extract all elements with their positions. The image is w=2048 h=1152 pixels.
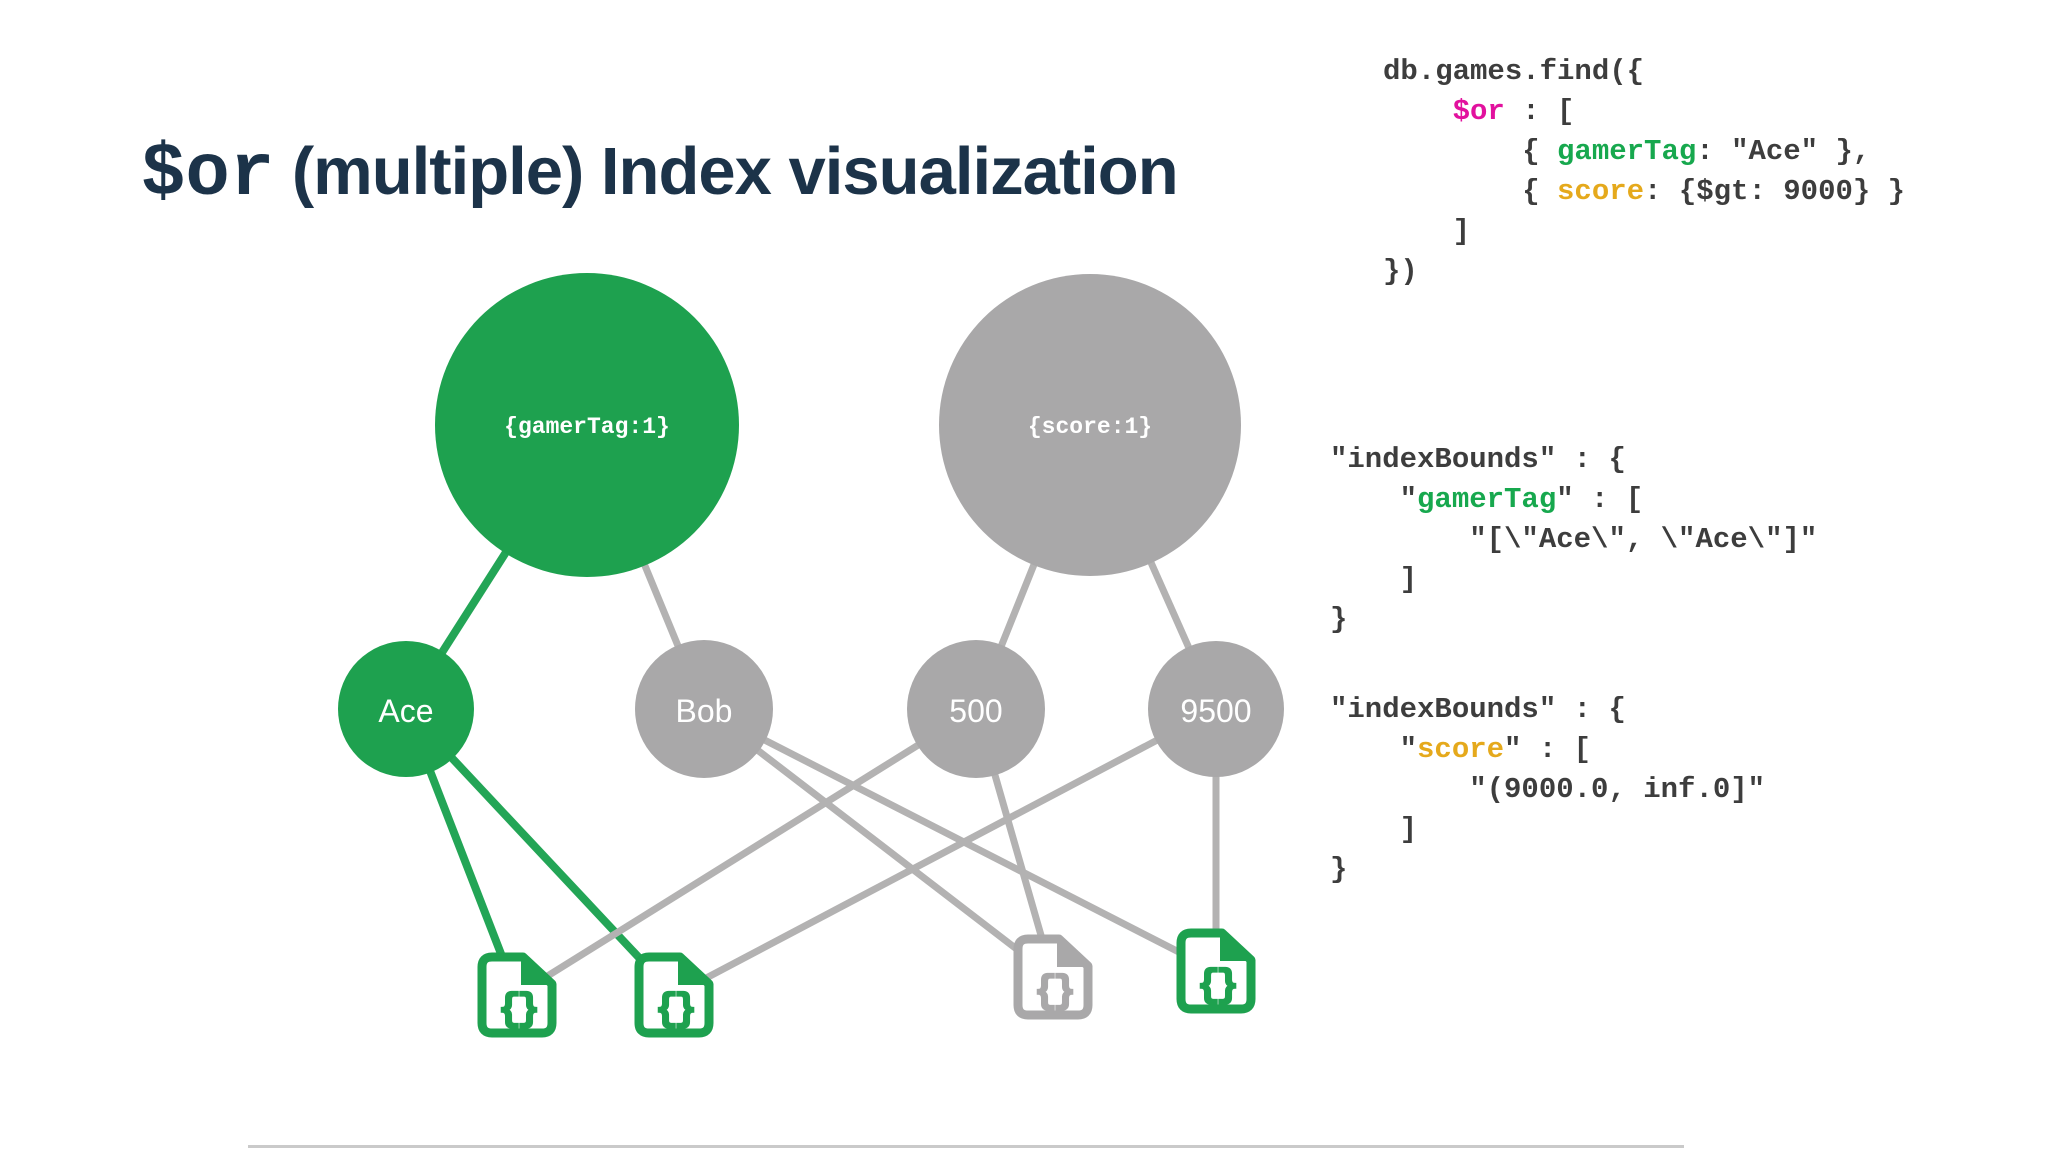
node-k500: 500 <box>907 640 1045 778</box>
node-label-gamerTagIndex: {gamerTag:1} <box>504 414 670 440</box>
node-scoreIndex: {score:1} <box>939 274 1241 576</box>
node-circle-ace <box>338 641 474 777</box>
code-token-dark: ] <box>1330 813 1418 846</box>
node-label-scoreIndex: {score:1} <box>1028 414 1152 440</box>
node-circle-scoreIndex <box>939 274 1241 576</box>
code-token-dark: "indexBounds" : { <box>1330 693 1626 726</box>
code-token-dark: "[\"Ace\", \"Ace\"]" <box>1330 523 1818 556</box>
code-token-dark: ] <box>1330 563 1418 596</box>
code-token-dark: " : [ <box>1504 733 1592 766</box>
document-fold-doc1 <box>521 956 553 985</box>
code-token-dark: "(9000.0, inf.0]" <box>1330 773 1766 806</box>
braces-glyph-doc3: {} <box>1034 971 1073 1014</box>
code-token-amber: score <box>1417 733 1505 766</box>
code-token-dark: " <box>1330 483 1418 516</box>
braces-glyph-doc4: {} <box>1197 965 1236 1008</box>
code-token-green: gamerTag <box>1417 483 1557 516</box>
index-bounds-score-block: "indexBounds" : { "score" : [ "(9000.0, … <box>1330 690 1765 890</box>
code-line: "gamerTag" : [ <box>1330 480 1817 520</box>
index-bounds-gamertag-block: "indexBounds" : { "gamerTag" : [ "[\"Ace… <box>1330 440 1817 640</box>
code-token-dark: }) <box>1383 255 1418 288</box>
code-token-dark: "indexBounds" : { <box>1330 443 1626 476</box>
node-circle-k500 <box>907 640 1045 778</box>
code-token-amber: score <box>1557 175 1645 208</box>
document-icon-doc3: {} <box>1013 934 1093 1020</box>
code-token-dark: : {$gt: 9000} } <box>1644 175 1906 208</box>
code-token-dark: : "Ace" }, <box>1696 135 1871 168</box>
code-token-dark: ] <box>1383 215 1471 248</box>
code-line: "indexBounds" : { <box>1330 690 1765 730</box>
edge-bob-doc4 <box>702 705 1218 975</box>
document-icon-doc2: {} <box>634 952 714 1038</box>
code-token-dark: " <box>1330 733 1418 766</box>
code-line: "score" : [ <box>1330 730 1765 770</box>
code-token-dark: " : [ <box>1556 483 1644 516</box>
edge-k500-doc1 <box>515 706 978 998</box>
slide-title: $or (multiple) Index visualization <box>141 133 1179 228</box>
node-circle-k9500 <box>1148 641 1284 777</box>
title-operator-code: $or <box>141 133 275 217</box>
node-gamerTagIndex: {gamerTag:1} <box>435 273 739 577</box>
code-line: "indexBounds" : { <box>1330 440 1817 480</box>
node-label-k9500: 9500 <box>1180 693 1251 729</box>
code-token-dark: : [ <box>1504 95 1575 128</box>
code-token-green: gamerTag <box>1557 135 1697 168</box>
node-label-k500: 500 <box>949 693 1002 729</box>
code-line: "[\"Ace\", \"Ace\"]" <box>1330 520 1817 560</box>
code-line: { score: {$gt: 9000} } <box>1383 172 1905 212</box>
node-circle-bob <box>635 640 773 778</box>
code-token-dark <box>1383 95 1453 128</box>
code-token-dark: { <box>1383 135 1558 168</box>
node-bob: Bob <box>635 640 773 778</box>
code-line: { gamerTag: "Ace" }, <box>1383 132 1905 172</box>
node-k9500: 9500 <box>1148 641 1284 777</box>
title-text: (multiple) Index visualization <box>274 134 1179 209</box>
code-line: } <box>1330 600 1817 640</box>
code-token-dark: } <box>1330 603 1348 636</box>
code-line: } <box>1330 850 1765 890</box>
document-fold-doc2 <box>678 956 710 985</box>
code-line: $or : [ <box>1383 92 1905 132</box>
code-line: ] <box>1330 560 1817 600</box>
document-fold-doc3 <box>1057 938 1089 967</box>
edge-k9500-doc2 <box>672 705 1218 999</box>
node-label-bob: Bob <box>676 693 733 729</box>
slide-footer-divider <box>248 1145 1684 1148</box>
code-line: "(9000.0, inf.0]" <box>1330 770 1765 810</box>
document-icon-doc1: {} <box>477 952 557 1038</box>
code-token-dark: db.games.find({ <box>1383 55 1645 88</box>
document-fold-doc4 <box>1220 932 1252 961</box>
node-circle-gamerTagIndex <box>435 273 739 577</box>
code-line: ] <box>1383 212 1905 252</box>
code-token-dark: { <box>1383 175 1558 208</box>
code-token-dark: } <box>1330 853 1348 886</box>
node-label-ace: Ace <box>378 693 433 729</box>
query-code-block: db.games.find({ $or : [ { gamerTag: "Ace… <box>1383 52 1905 292</box>
code-token-magenta: $or <box>1452 95 1505 128</box>
code-line: }) <box>1383 252 1905 292</box>
document-icon-doc4: {} <box>1176 928 1256 1014</box>
code-line: db.games.find({ <box>1383 52 1905 92</box>
edge-bob-doc3 <box>701 706 1056 980</box>
node-ace: Ace <box>338 641 474 777</box>
braces-glyph-doc2: {} <box>655 989 694 1032</box>
braces-glyph-doc1: {} <box>498 989 537 1032</box>
code-line: ] <box>1330 810 1765 850</box>
